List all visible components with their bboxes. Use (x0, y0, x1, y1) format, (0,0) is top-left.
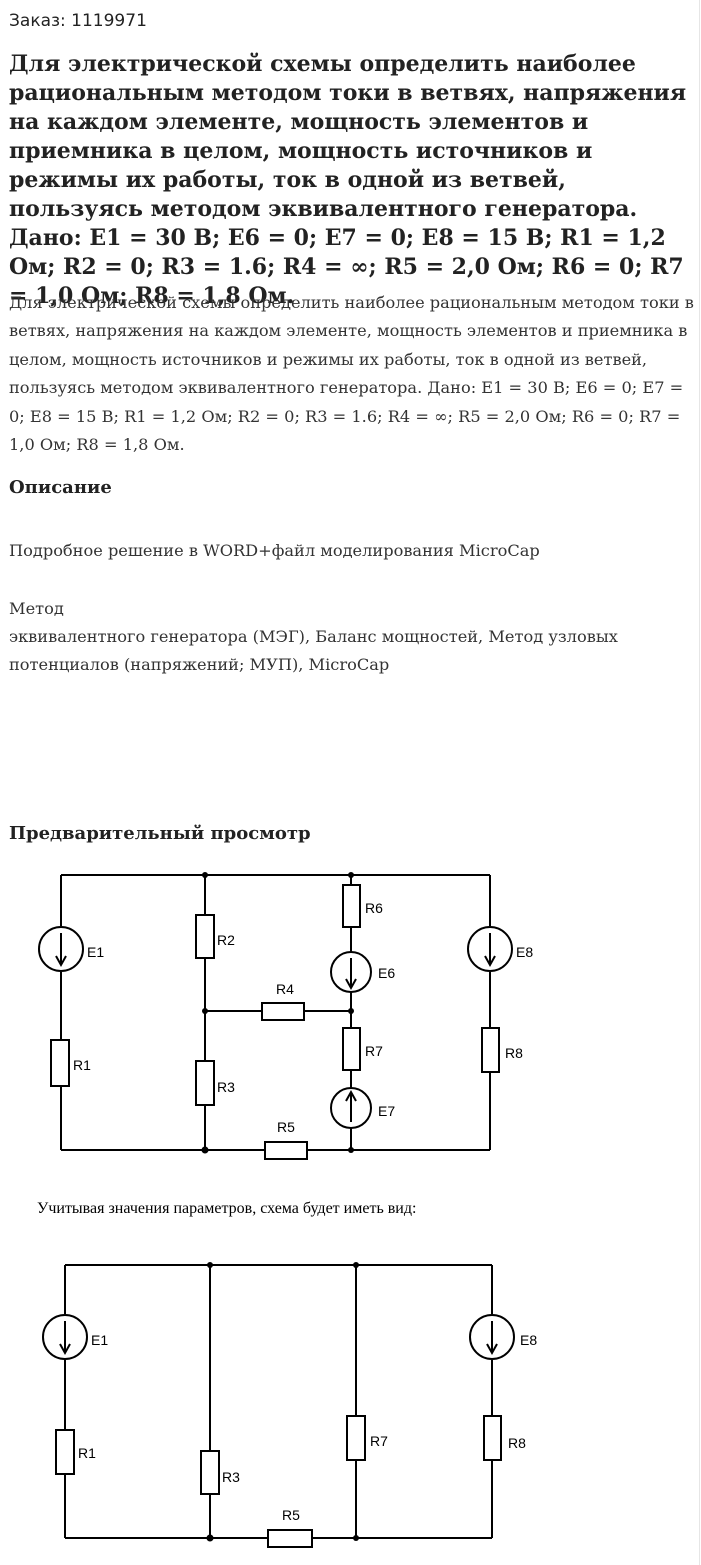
label-e1: E1 (91, 1332, 108, 1348)
resistor-r3 (195, 1060, 215, 1106)
node (348, 872, 354, 878)
node (207, 1262, 213, 1268)
circuit-diagram-simplified: E1 R1 R3 R5 R7 E8 R8 (42, 1262, 537, 1548)
node (353, 1535, 359, 1541)
method-label: Метод (9, 599, 64, 618)
label-r5: R5 (277, 1119, 295, 1135)
label-r4: R4 (276, 981, 294, 997)
node (202, 872, 208, 878)
preview-heading: Предварительный просмотр (9, 823, 311, 844)
label-r8: R8 (508, 1435, 526, 1451)
label-r7: R7 (365, 1043, 383, 1059)
source-e6 (330, 951, 372, 993)
label-r3: R3 (222, 1469, 240, 1485)
node (353, 1262, 359, 1268)
resistor-r6 (342, 884, 361, 928)
resistor-r1 (50, 1039, 70, 1087)
label-r1: R1 (73, 1057, 91, 1073)
node (348, 1008, 354, 1014)
label-e1: E1 (87, 944, 104, 960)
source-e7 (330, 1087, 372, 1129)
circuit-diagram-full: E1 R1 R2 R3 R4 R5 R6 E6 R7 E7 E8 R8 (38, 872, 533, 1160)
source-e1 (38, 926, 84, 972)
label-e6: E6 (378, 965, 395, 981)
resistor-r8 (483, 1415, 502, 1461)
resistor-r7 (342, 1027, 361, 1071)
task-title: Для электрической схемы определить наибо… (9, 51, 687, 309)
label-e8: E8 (520, 1332, 537, 1348)
node (201, 1146, 209, 1154)
resistor-r8 (481, 1027, 500, 1073)
label-r5: R5 (282, 1507, 300, 1523)
preview-caption: Учитывая значения параметров, схема буде… (37, 1200, 417, 1217)
label-r2: R2 (217, 932, 235, 948)
resistor-r7 (346, 1415, 366, 1461)
label-e7: E7 (378, 1103, 395, 1119)
resistor-r1 (55, 1429, 75, 1475)
resistor-r4 (261, 1002, 305, 1021)
node (348, 1147, 354, 1153)
resistor-r2 (195, 914, 215, 959)
label-r6: R6 (365, 900, 383, 916)
resistor-r5 (264, 1141, 308, 1160)
task-body: Для электрической схемы определить наибо… (9, 293, 694, 455)
source-e8 (469, 1314, 515, 1360)
label-r7: R7 (370, 1433, 388, 1449)
source-e8 (467, 926, 513, 972)
method-text: эквивалентного генератора (МЭГ), Баланс … (9, 627, 618, 674)
source-e1 (42, 1314, 88, 1360)
resistor-r3 (200, 1450, 220, 1495)
label-e8: E8 (516, 944, 533, 960)
description-heading: Описание (9, 477, 112, 498)
label-r1: R1 (78, 1445, 96, 1461)
label-r8: R8 (505, 1045, 523, 1061)
node (202, 1008, 208, 1014)
resistor-r5 (267, 1529, 313, 1548)
description-text: Подробное решение в WORD+файл моделирова… (9, 541, 540, 560)
label-r3: R3 (217, 1079, 235, 1095)
node (206, 1534, 214, 1542)
order-number: Заказ: 1119971 (9, 11, 147, 31)
